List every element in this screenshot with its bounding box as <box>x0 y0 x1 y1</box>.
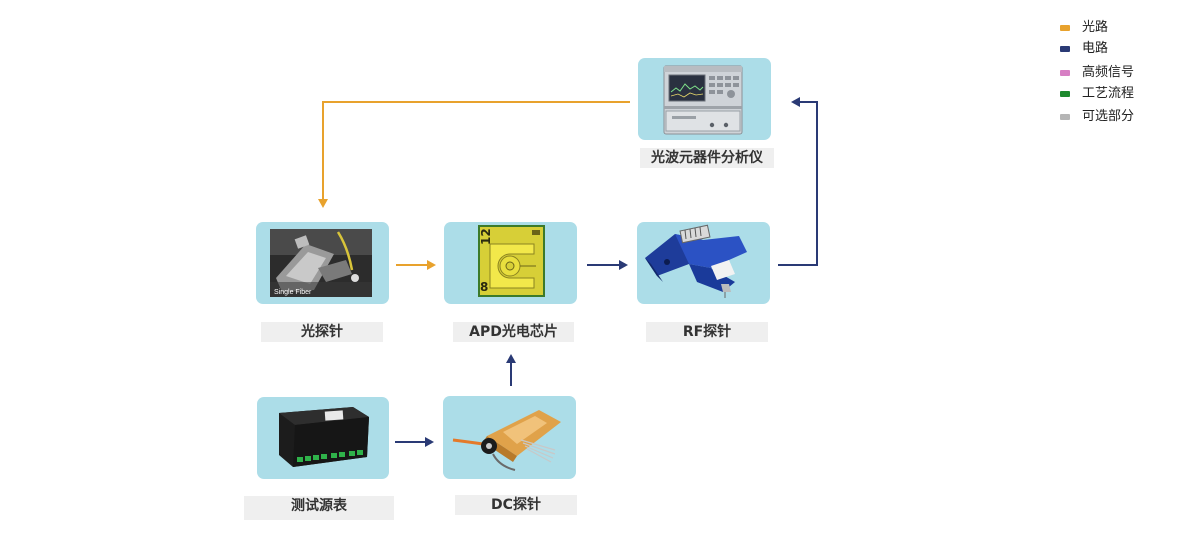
chip-mark-text: 12 <box>479 228 493 245</box>
legend-swatch-icon <box>1060 25 1070 31</box>
legend-label: 电路 <box>1082 41 1109 56</box>
legend-label: 工艺流程 <box>1082 86 1135 101</box>
node-source-meter-label: 测试源表 <box>244 496 394 520</box>
rf-probe-icon <box>645 224 747 298</box>
electrical-arrow-rf-to-analyzer <box>778 97 818 266</box>
node-optical-probe[interactable]: Single Fiber <box>256 222 389 304</box>
fiber-caption: Single Fiber <box>274 289 312 296</box>
electrical-arrow-chip-to-rf <box>587 260 628 270</box>
legend-swatch-icon <box>1060 70 1070 76</box>
optical-arrow-analyzer-to-probe <box>318 101 630 208</box>
source-meter-icon <box>279 407 369 467</box>
node-rf-probe[interactable] <box>637 222 770 304</box>
legend-swatch-icon <box>1060 46 1070 52</box>
node-apd-chip-label: APD光电芯片 <box>453 322 574 342</box>
optical-arrow-probe-to-chip <box>396 260 436 270</box>
node-apd-chip[interactable]: 12 8 <box>444 222 577 304</box>
legend-label: 高频信号 <box>1082 65 1135 80</box>
fiber-probe-icon <box>270 229 372 297</box>
electrical-arrow-dc-to-chip <box>506 354 516 386</box>
node-rf-probe-label: RF探针 <box>646 322 768 342</box>
legend-swatch-icon <box>1060 91 1070 97</box>
chip-side-text: 8 <box>480 280 489 294</box>
electrical-arrow-meter-to-dc <box>395 437 434 447</box>
photodiode-chip-icon <box>478 225 545 297</box>
legend-label: 可选部分 <box>1082 109 1135 124</box>
node-source-meter[interactable] <box>257 397 389 479</box>
node-analyzer[interactable] <box>638 58 771 140</box>
network-analyzer-icon <box>663 65 743 135</box>
node-dc-probe[interactable] <box>443 396 576 479</box>
dc-probe-icon <box>452 410 561 471</box>
legend-label: 光路 <box>1082 20 1109 35</box>
node-analyzer-label: 光波元器件分析仪 <box>640 148 774 168</box>
legend-swatch-icon <box>1060 114 1070 120</box>
node-dc-probe-label: DC探针 <box>455 495 577 515</box>
node-optical-probe-label: 光探针 <box>261 322 383 342</box>
